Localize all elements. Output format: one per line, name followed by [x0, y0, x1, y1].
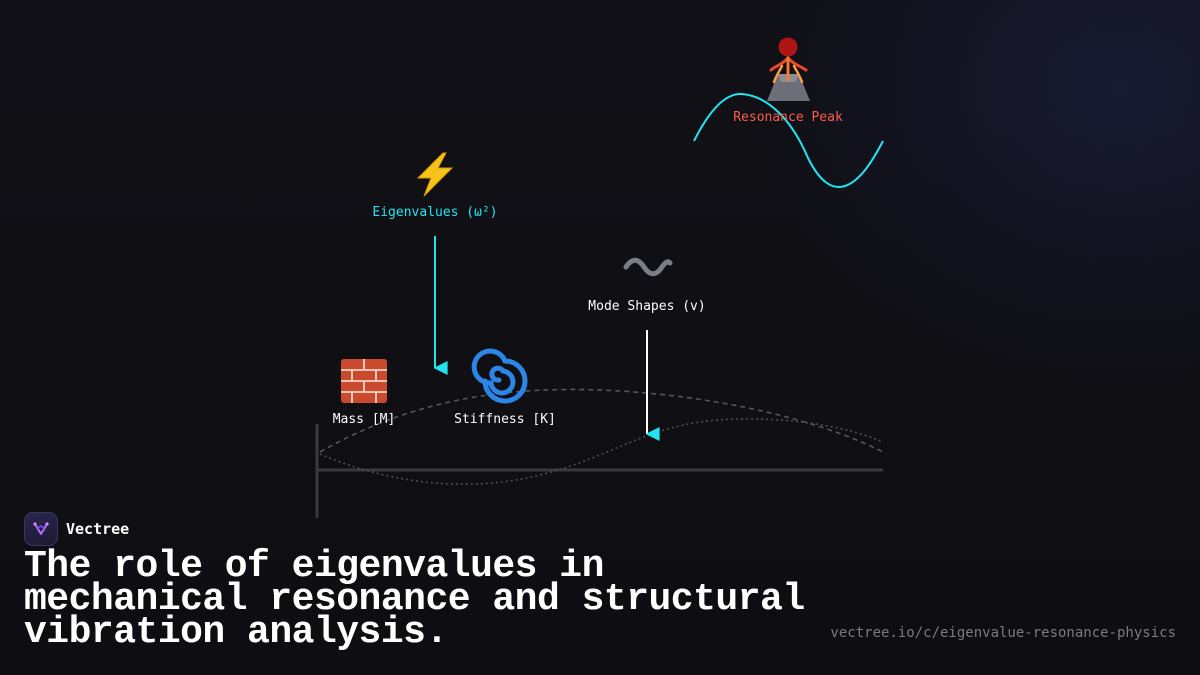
resonance-peak-label: Resonance Peak: [733, 110, 843, 125]
brand: Vectree: [24, 512, 129, 546]
wavy-dash-icon: [623, 257, 673, 277]
headline: The role of eigenvalues in mechanical re…: [24, 545, 805, 654]
stiffness-label: Stiffness [K]: [454, 412, 556, 427]
vectree-logo-icon: [24, 512, 58, 546]
resonance-wave: [693, 92, 884, 188]
mode-curve-dashed: [319, 388, 884, 453]
lightning-icon: [416, 152, 454, 197]
mode-curve-dotted: [319, 418, 884, 486]
cyclone-icon: [471, 348, 528, 404]
volcano-icon: [767, 37, 810, 101]
source-url[interactable]: vectree.io/c/eigenvalue-resonance-physic…: [830, 625, 1176, 641]
mode-shapes-label: Mode Shapes (v): [588, 299, 706, 314]
brick-icon: [341, 359, 387, 403]
mass-label: Mass [M]: [332, 412, 396, 427]
brand-name: Vectree: [66, 520, 130, 538]
eigenvalues-label: Eigenvalues (ω²): [372, 205, 498, 220]
